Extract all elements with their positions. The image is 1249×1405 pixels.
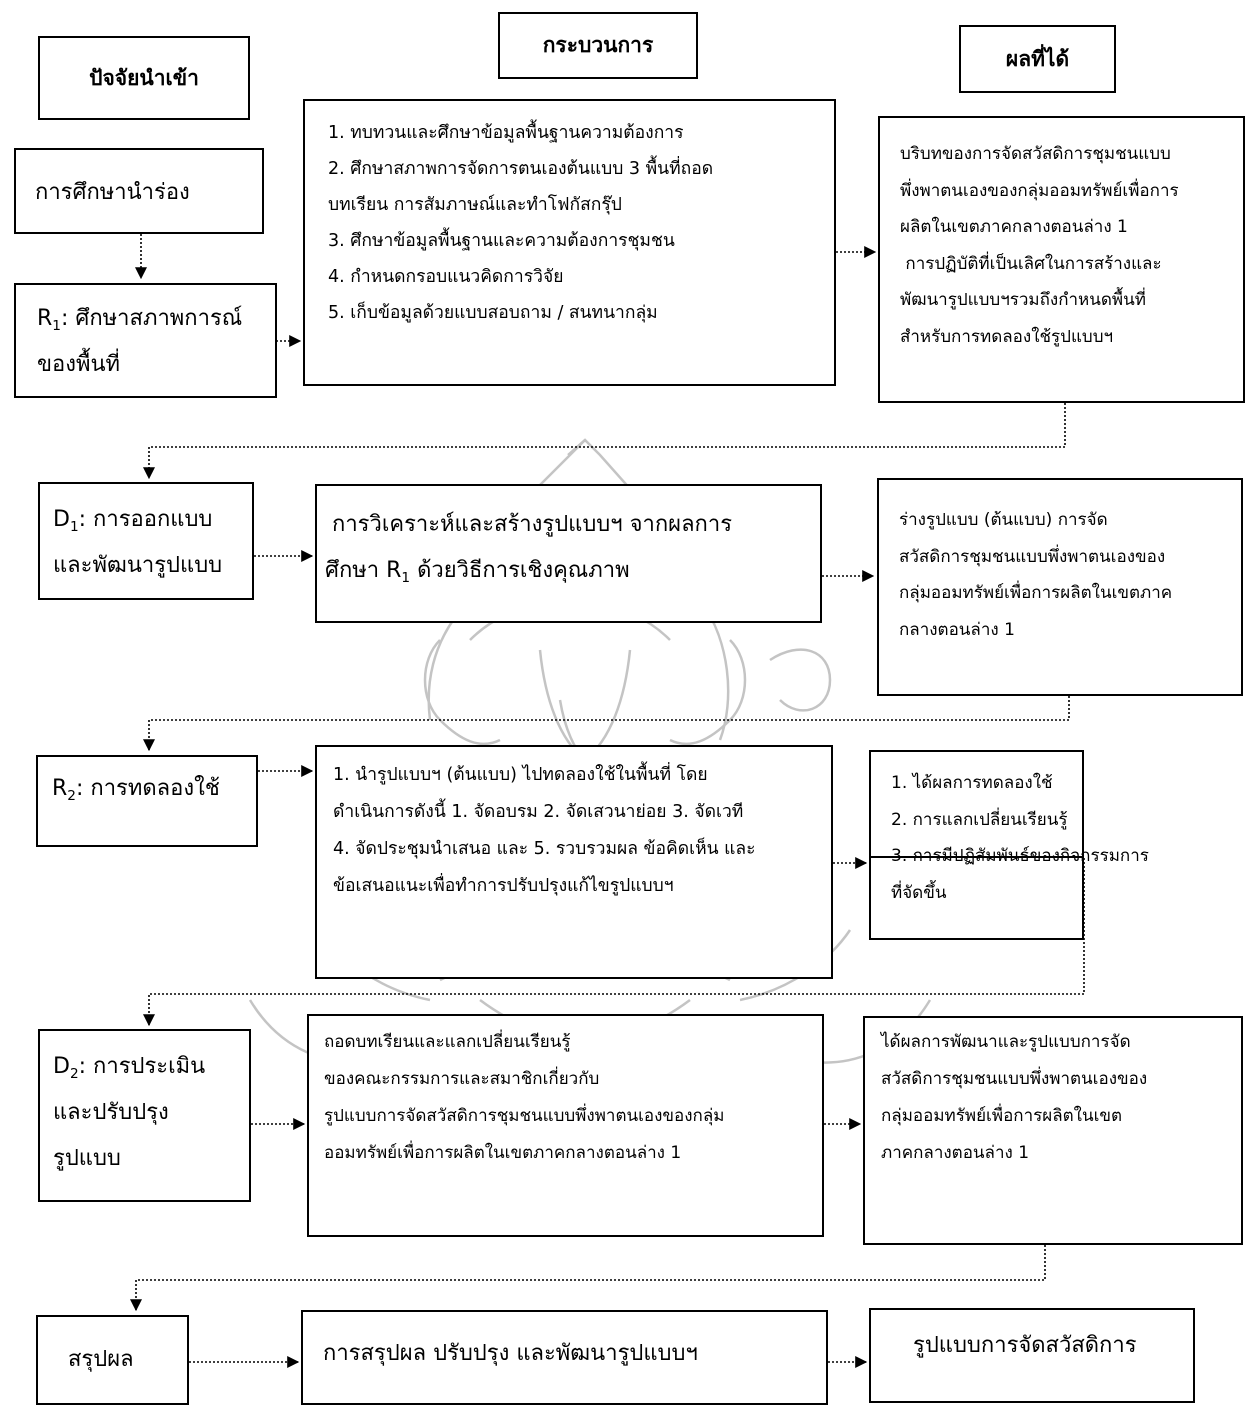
d2-input-box: D2: การประเมิน และปรับปรุง รูปแบบ [38, 1029, 251, 1202]
d1-input-box: D1: การออกแบบ และพัฒนารูปแบบ [38, 482, 254, 600]
process5-box: การสรุปผล ปรับปรุง และพัฒนารูปแบบฯ [301, 1310, 828, 1405]
header-process: กระบวนการ [498, 12, 698, 79]
output2-text: ร่างรูปแบบ (ต้นแบบ) การจัด สวัสดิการชุมช… [899, 510, 1173, 640]
process2-box: การวิเคราะห์และสร้างรูปแบบฯ จากผลการ ศึก… [315, 484, 822, 623]
header-process-label: กระบวนการ [542, 33, 654, 57]
connector-output3-d2 [143, 858, 1085, 1027]
connector-output4-summary [130, 1245, 1046, 1312]
d2-input-line1: D2: การประเมิน [53, 1054, 206, 1082]
output3-box: 1. ได้ผลการทดลองใช้ 2. การแลกเปลี่ยนเรีย… [869, 750, 1149, 903]
process5-label: การสรุปผล ปรับปรุง และพัฒนารูปแบบฯ [323, 1341, 698, 1366]
process1-box: 1. ทบทวนและศึกษาข้อมูลพื้นฐานความต้องการ… [303, 99, 836, 386]
process4-box: ถอดบทเรียนและแลกเปลี่ยนเรียนรู้ ของคณะกร… [307, 1014, 824, 1237]
output5-box: รูปแบบการจัดสวัสดิการ [869, 1308, 1195, 1403]
r1-input-line2: ของพื้นที่ [37, 352, 121, 377]
summary-input-label: สรุปผล [68, 1347, 134, 1372]
header-input: ปัจจัยนำเข้า [38, 36, 250, 120]
header-input-label: ปัจจัยนำเข้า [89, 65, 199, 90]
r2-input-box: R2: การทดลองใช้ [36, 755, 258, 847]
output4-box: ได้ผลการพัฒนาและรูปแบบการจัด สวัสดิการชุ… [863, 1016, 1243, 1245]
connector-output2-r2 [143, 696, 1070, 752]
connector-output1-d1 [143, 403, 1066, 480]
summary-input-box: สรุปผล [36, 1315, 189, 1405]
process2-line2: ศึกษา R1 ด้วยวิธีการเชิงคุณภาพ [325, 558, 630, 586]
process3-box: 1. นำรูปแบบฯ (ต้นแบบ) ไปทดลองใช้ในพื้นที… [315, 745, 833, 979]
output5-label: รูปแบบการจัดสวัสดิการ [913, 1333, 1137, 1358]
header-output-label: ผลที่ได้ [1005, 46, 1070, 71]
output1-text: บริบทของการจัดสวัสดิการชุมชนแบบ พึ่งพาตน… [900, 144, 1179, 347]
r1-input-box: R1: ศึกษาสภาพการณ์ ของพื้นที่ [14, 283, 277, 398]
r1-input-line1: R1: ศึกษาสภาพการณ์ [37, 306, 243, 334]
process3-text: 1. นำรูปแบบฯ (ต้นแบบ) ไปทดลองใช้ในพื้นที… [333, 765, 756, 896]
d2-input-line3: รูปแบบ [53, 1146, 121, 1171]
r2-input-label: R2: การทดลองใช้ [52, 776, 220, 804]
output3-text: 1. ได้ผลการทดลองใช้ 2. การแลกเปลี่ยนเรีย… [891, 773, 1149, 903]
d2-input-line2: และปรับปรุง [53, 1100, 169, 1125]
output3-frame [869, 750, 1084, 940]
process1-text: 1. ทบทวนและศึกษาข้อมูลพื้นฐานความต้องการ… [328, 123, 714, 323]
header-output: ผลที่ได้ [959, 25, 1116, 93]
output2-box: ร่างรูปแบบ (ต้นแบบ) การจัด สวัสดิการชุมช… [877, 478, 1243, 696]
output1-box: บริบทของการจัดสวัสดิการชุมชนแบบ พึ่งพาตน… [878, 116, 1245, 403]
pilot-study-box: การศึกษานำร่อง [14, 148, 264, 234]
output4-text: ได้ผลการพัฒนาและรูปแบบการจัด สวัสดิการชุ… [881, 1032, 1148, 1163]
process4-text: ถอดบทเรียนและแลกเปลี่ยนเรียนรู้ ของคณะกร… [324, 1032, 725, 1163]
d1-input-line1: D1: การออกแบบ [53, 507, 213, 535]
pilot-study-label: การศึกษานำร่อง [35, 180, 190, 205]
process2-line1: การวิเคราะห์และสร้างรูปแบบฯ จากผลการ [325, 512, 733, 537]
d1-input-line2: และพัฒนารูปแบบ [53, 553, 223, 578]
